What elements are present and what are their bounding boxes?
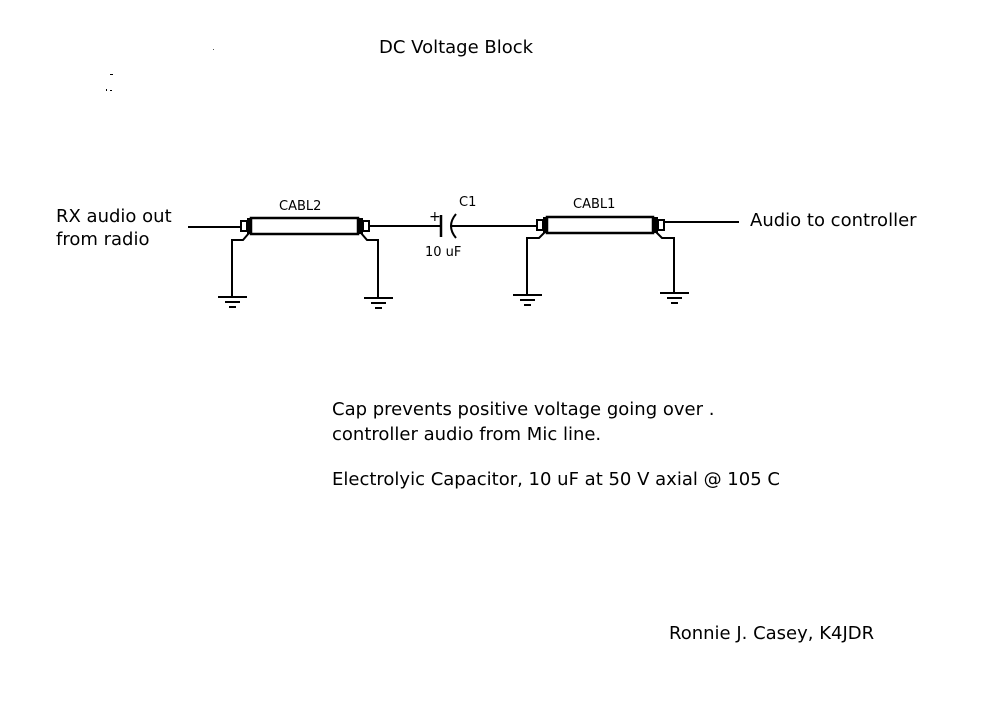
capacitor: + [429, 209, 457, 239]
ground-icon [660, 292, 689, 304]
cable-right-ground-wire-in [526, 231, 546, 295]
capacitor-spec: Electrolyic Capacitor, 10 uF at 50 V axi… [332, 469, 780, 490]
ground-icon [218, 296, 247, 308]
cable-left-shield-out [358, 218, 363, 234]
input-label-line1: RX audio out [56, 206, 172, 227]
cable-right-connector-in [536, 219, 544, 231]
cable-left-body [249, 216, 360, 236]
note-line-1: Cap prevents positive voltage going over… [332, 399, 715, 420]
output-label: Audio to controller [750, 210, 917, 231]
capacitor-ref: C1 [459, 195, 477, 210]
scan-specks [106, 49, 214, 91]
cable-left-connector-out [362, 220, 370, 232]
cable-right-connector-out [657, 219, 665, 231]
diagram-title: DC Voltage Block [379, 37, 534, 58]
input-label: RX audio out from radio [56, 205, 172, 251]
author-credit: Ronnie J. Casey, K4JDR [669, 623, 875, 644]
cable-left-ground-wire-in [231, 232, 250, 296]
cable-left-ref: CABL2 [279, 199, 322, 214]
cable-right-body [545, 215, 655, 235]
ground-icon [513, 294, 542, 306]
capacitor-plus-sign: + [429, 209, 441, 225]
capacitor-value: 10 uF [425, 245, 462, 260]
cable-right-ref: CABL1 [573, 197, 616, 212]
cable-right-shield-out [653, 217, 658, 233]
cable-left-connector-in [240, 220, 248, 232]
cable-left [231, 216, 379, 297]
ground-icon [364, 297, 393, 309]
cable-right-shield-in [543, 217, 547, 233]
cable-right [526, 215, 675, 295]
note-line-2: controller audio from Mic line. [332, 424, 602, 445]
input-label-line2: from radio [56, 229, 150, 250]
cable-left-ground-wire-out [360, 232, 379, 297]
cable-right-ground-wire-out [655, 231, 675, 293]
cable-left-shield-in [247, 218, 251, 234]
